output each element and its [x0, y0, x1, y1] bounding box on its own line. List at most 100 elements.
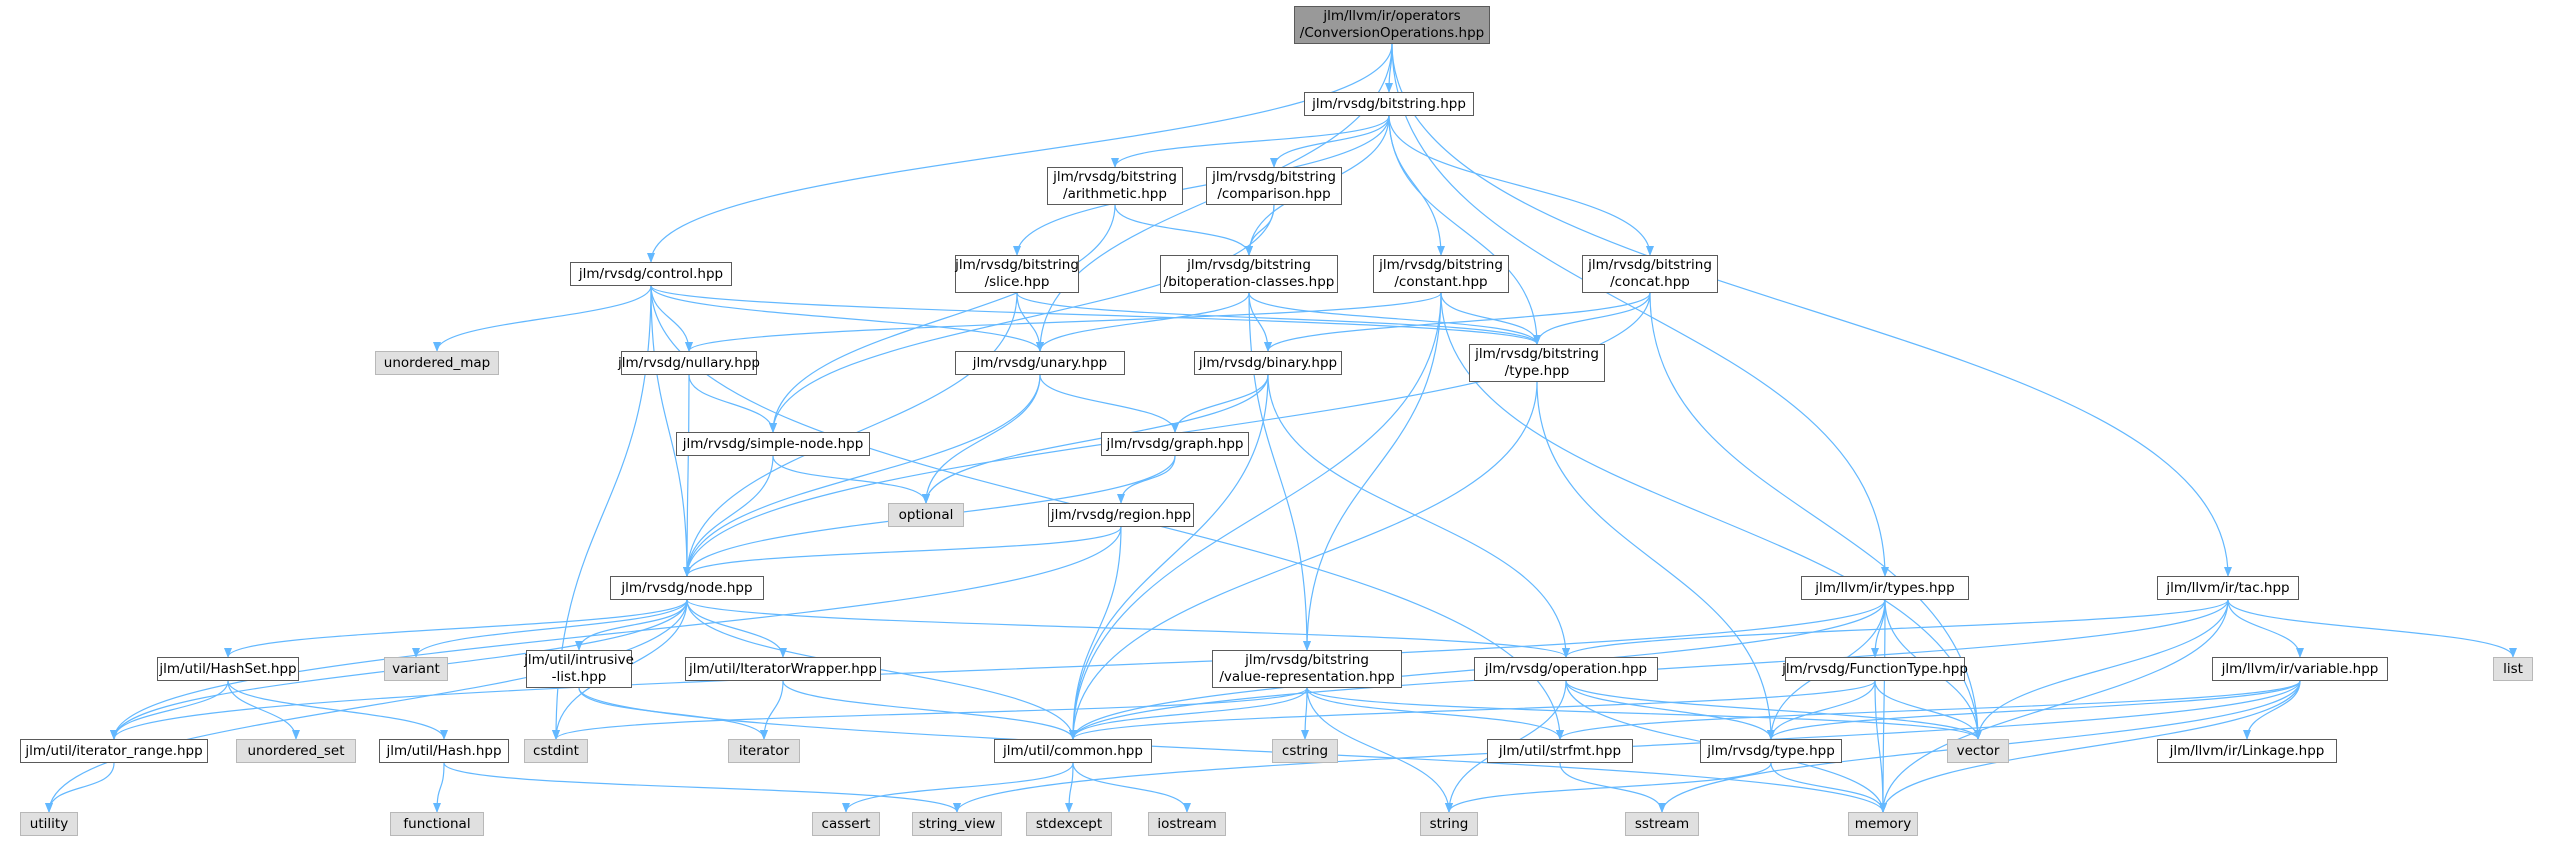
graph-node-nullary[interactable]: jlm/rvsdg/nullary.hpp	[618, 351, 760, 375]
edge-valuerep-to-strfmt	[1306, 687, 1564, 740]
graph-node-functype[interactable]: jlm/rvsdg/FunctionType.hpp	[1782, 657, 1968, 681]
graph-node-operation[interactable]: jlm/rvsdg/operation.hpp	[1474, 657, 1658, 681]
graph-node-label: jlm/llvm/ir/tac.hpp	[2166, 579, 2290, 596]
graph-node-list[interactable]: list	[2493, 657, 2533, 681]
graph-node-label: jlm/rvsdg/control.hpp	[578, 265, 724, 282]
graph-node-stdexcept[interactable]: stdexcept	[1026, 812, 1112, 836]
edge-constant-to-common	[1069, 292, 1442, 740]
graph-node-label: jlm/rvsdg/type.hpp	[1707, 742, 1835, 759]
edge-binary-to-common	[1069, 374, 1269, 740]
graph-node-slice[interactable]: jlm/rvsdg/bitstring/slice.hpp	[955, 255, 1079, 293]
graph-node-label: iostream	[1157, 815, 1217, 832]
graph-node-label: /comparison.hpp	[1217, 186, 1331, 202]
edge-arith-to-bitop	[1114, 204, 1253, 256]
graph-node-label: jlm/llvm/ir/operators	[1323, 8, 1461, 24]
graph-node-concat[interactable]: jlm/rvsdg/bitstring/concat.hpp	[1582, 255, 1718, 293]
edge-unary-to-graphh	[1039, 374, 1179, 433]
graph-node-uset[interactable]: unordered_set	[236, 739, 356, 763]
graph-node-iterwrap[interactable]: jlm/util/IteratorWrapper.hpp	[685, 657, 881, 681]
edge-iterwrap-to-iterator	[760, 680, 784, 740]
edge-llvmtypes-to-memory	[1879, 599, 1888, 813]
edge-node-to-utility	[45, 599, 688, 813]
graph-node-label: jlm/llvm/ir/Linkage.hpp	[2169, 742, 2325, 759]
graph-node-memory[interactable]: memory	[1848, 812, 1918, 836]
graph-node-label: /ConversionOperations.hpp	[1299, 25, 1485, 41]
edge-root-to-llvmtypes	[1391, 43, 1889, 577]
graph-node-cassert[interactable]: cassert	[812, 812, 880, 836]
edge-bitstring-to-comparison	[1270, 115, 1390, 168]
graph-node-stringview[interactable]: string_view	[912, 812, 1002, 836]
graph-node-vector[interactable]: vector	[1947, 739, 2009, 763]
graph-node-optional[interactable]: optional	[888, 503, 964, 527]
graph-node-rtype[interactable]: jlm/rvsdg/type.hpp	[1700, 739, 1842, 763]
graph-node-graphh[interactable]: jlm/rvsdg/graph.hpp	[1101, 432, 1249, 456]
graph-node-simplenode[interactable]: jlm/rvsdg/simple-node.hpp	[676, 432, 870, 456]
graph-node-btype[interactable]: jlm/rvsdg/bitstring/type.hpp	[1469, 344, 1605, 382]
graph-node-label: jlm/rvsdg/bitstring	[1053, 169, 1177, 185]
edge-variable-to-rtype	[1767, 680, 2301, 740]
graph-node-iostream[interactable]: iostream	[1148, 812, 1226, 836]
edge-binary-to-operation	[1267, 374, 1570, 658]
edge-concat-to-binary	[1264, 292, 1651, 352]
graph-node-cstdint[interactable]: cstdint	[524, 739, 588, 763]
graph-node-unary[interactable]: jlm/rvsdg/unary.hpp	[955, 351, 1125, 375]
edge-region-to-common	[1069, 526, 1122, 740]
graph-node-umap[interactable]: unordered_map	[375, 351, 499, 375]
graph-node-variant[interactable]: variant	[384, 657, 448, 681]
graph-node-label: jlm/rvsdg/node.hpp	[621, 579, 753, 596]
graph-node-label: jlm/rvsdg/bitstring	[1187, 257, 1311, 273]
edge-valuerep-to-cstdint	[552, 687, 1308, 740]
graph-node-label: /bitoperation-classes.hpp	[1163, 274, 1335, 290]
graph-node-label: iterator	[738, 742, 790, 759]
graph-node-arith[interactable]: jlm/rvsdg/bitstring/arithmetic.hpp	[1047, 167, 1183, 205]
graph-node-label: jlm/util/HashSet.hpp	[159, 660, 297, 677]
edge-arith-to-simplenode	[769, 204, 1116, 433]
graph-node-sstream[interactable]: sstream	[1625, 812, 1699, 836]
edge-rtype-to-memory	[1770, 762, 1887, 813]
edge-node-to-variant	[412, 599, 688, 658]
graph-node-llvmtypes[interactable]: jlm/llvm/ir/types.hpp	[1801, 576, 1969, 600]
graph-node-control[interactable]: jlm/rvsdg/control.hpp	[570, 262, 732, 286]
graph-node-tac[interactable]: jlm/llvm/ir/tac.hpp	[2157, 576, 2299, 600]
graph-node-node[interactable]: jlm/rvsdg/node.hpp	[610, 576, 764, 600]
graph-node-comparison[interactable]: jlm/rvsdg/bitstring/comparison.hpp	[1206, 167, 1342, 205]
graph-node-string[interactable]: string	[1420, 812, 1478, 836]
graph-node-label: jlm/rvsdg/bitstring	[1212, 169, 1336, 185]
graph-node-hashset[interactable]: jlm/util/HashSet.hpp	[157, 657, 299, 681]
graph-node-variable[interactable]: jlm/llvm/ir/variable.hpp	[2212, 657, 2388, 681]
graph-node-label: jlm/util/strfmt.hpp	[1498, 742, 1622, 759]
edge-comparison-to-bitop	[1245, 204, 1275, 256]
graph-node-label: sstream	[1634, 815, 1690, 832]
graph-node-label: cstdint	[533, 742, 579, 759]
edge-constant-to-nullary	[685, 292, 1442, 352]
graph-node-bitop[interactable]: jlm/rvsdg/bitstring/bitoperation-classes…	[1160, 255, 1338, 293]
graph-node-common[interactable]: jlm/util/common.hpp	[994, 739, 1152, 763]
edge-btype-to-common	[1069, 381, 1538, 740]
graph-node-intrusive[interactable]: jlm/util/intrusive-list.hpp	[524, 650, 634, 688]
graph-node-binary[interactable]: jlm/rvsdg/binary.hpp	[1194, 351, 1342, 375]
graph-node-strfmt[interactable]: jlm/util/strfmt.hpp	[1487, 739, 1633, 763]
edge-bitop-to-unary	[1036, 292, 1250, 352]
graph-node-linkage[interactable]: jlm/llvm/ir/Linkage.hpp	[2157, 739, 2337, 763]
edge-unary-to-node	[683, 374, 1041, 577]
graph-node-iterator[interactable]: iterator	[728, 739, 800, 763]
graph-node-utility[interactable]: utility	[20, 812, 78, 836]
graph-node-cstring[interactable]: cstring	[1272, 739, 1338, 763]
graph-node-label: jlm/util/iterator_range.hpp	[25, 742, 203, 759]
graph-node-iterrange[interactable]: jlm/util/iterator_range.hpp	[20, 739, 208, 763]
graph-node-region[interactable]: jlm/rvsdg/region.hpp	[1048, 503, 1194, 527]
edge-hash-to-stringview	[443, 762, 961, 813]
graph-node-functional[interactable]: functional	[390, 812, 484, 836]
graph-node-valuerep[interactable]: jlm/rvsdg/bitstring/value-representation…	[1212, 650, 1402, 688]
graph-node-constant[interactable]: jlm/rvsdg/bitstring/constant.hpp	[1373, 255, 1509, 293]
edge-tac-to-vector	[1974, 599, 2229, 740]
edge-control-to-node	[650, 285, 691, 577]
edge-common-to-stdexcept	[1065, 762, 1074, 813]
graph-node-label: string	[1429, 815, 1469, 832]
graph-node-hash[interactable]: jlm/util/Hash.hpp	[379, 739, 509, 763]
edge-node-to-iterwrap	[686, 599, 787, 658]
graph-node-bitstring[interactable]: jlm/rvsdg/bitstring.hpp	[1304, 92, 1474, 116]
graph-node-label: utility	[29, 815, 69, 832]
